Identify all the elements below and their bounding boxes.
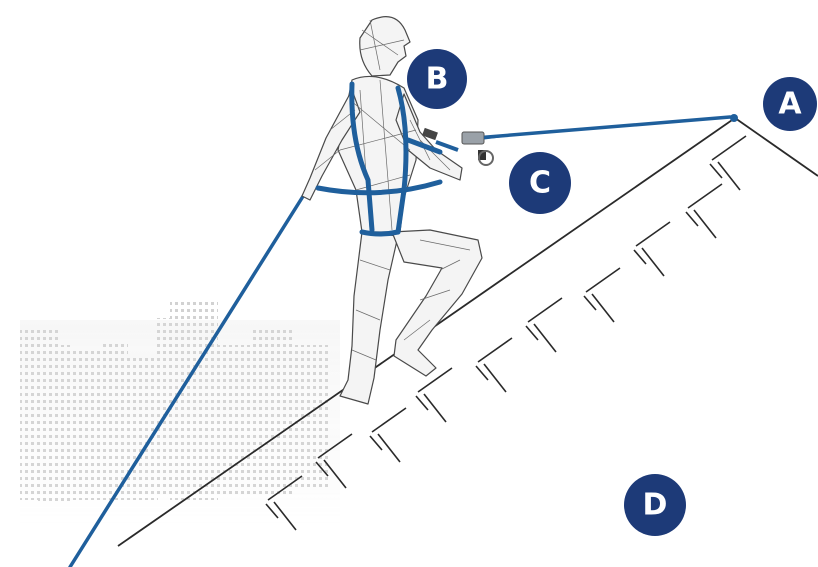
shingle-mark	[693, 209, 717, 239]
rope-icon	[68, 115, 732, 567]
badge-label-harness: B	[426, 62, 449, 97]
shingle-mark	[323, 459, 347, 489]
shingle-mark	[265, 475, 303, 519]
label-badge-d: D	[624, 474, 686, 536]
shingle-mark	[415, 367, 453, 411]
label-badge-c: C	[509, 152, 571, 214]
badge-label-roof: D	[643, 488, 668, 523]
shingle-mark	[483, 363, 507, 393]
shingle-mark	[583, 267, 621, 311]
city-skyline-icon	[20, 300, 340, 530]
badge-label-lanyard: C	[529, 166, 551, 201]
shingle-mark	[315, 433, 353, 477]
roof-anchor-icon	[730, 114, 738, 122]
shingle-mark	[533, 323, 557, 353]
shingle-mark	[641, 247, 665, 277]
shingle-mark	[717, 161, 741, 191]
roof-shingles	[265, 135, 747, 531]
shingle-mark	[423, 393, 447, 423]
shingle-mark	[377, 433, 401, 463]
label-badge-a: A	[763, 77, 817, 131]
shingle-mark	[273, 501, 297, 531]
shingle-mark	[709, 135, 747, 179]
shingle-mark	[525, 297, 563, 341]
badge-label-anchor: A	[778, 87, 802, 122]
label-badge-b: B	[407, 49, 467, 109]
shingle-mark	[369, 407, 407, 451]
lanyard-shock-absorber-icon	[422, 127, 501, 166]
shingle-mark	[591, 293, 615, 323]
safety-harness-icon	[315, 81, 443, 237]
shingle-mark	[475, 337, 513, 381]
shingle-mark	[685, 183, 723, 227]
shingle-mark	[633, 221, 671, 265]
